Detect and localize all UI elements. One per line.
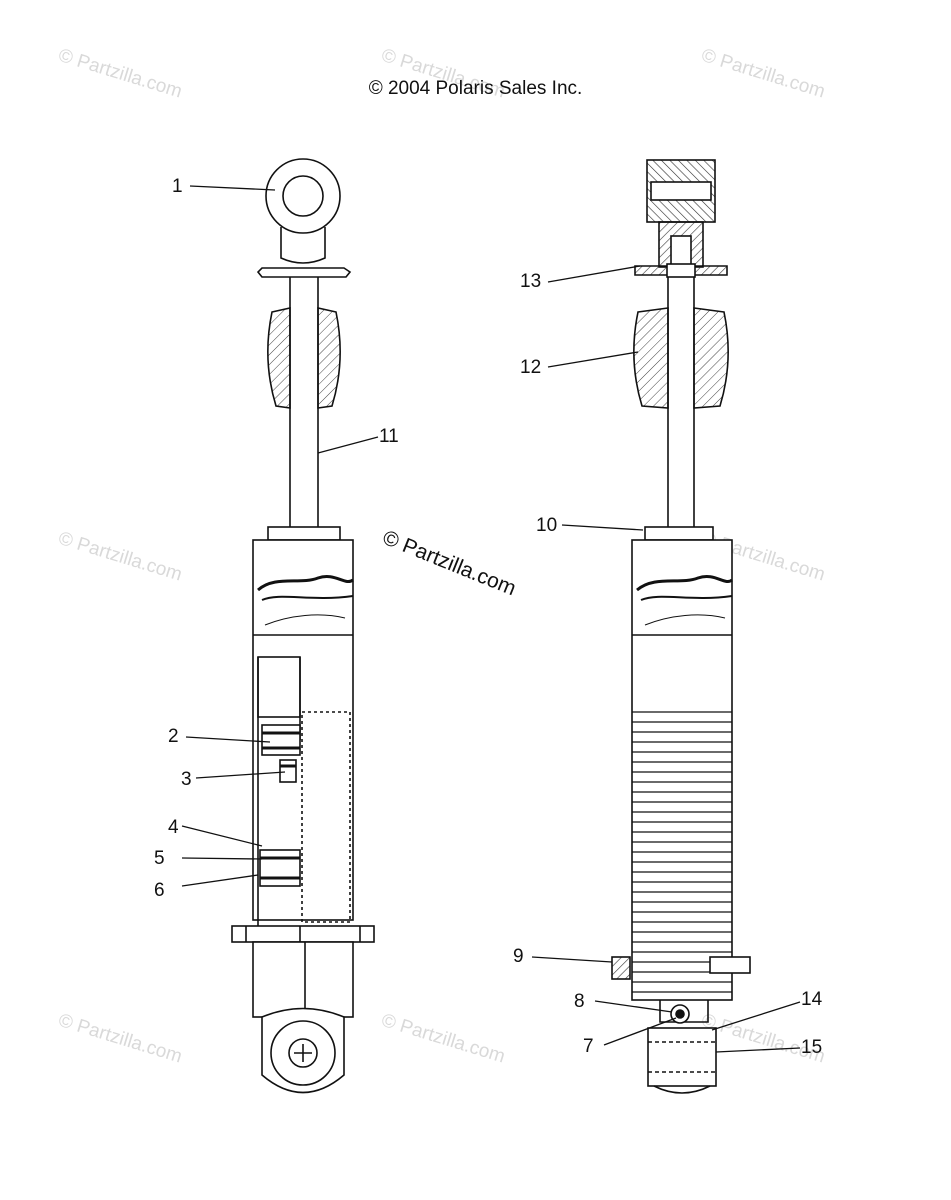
callout-9: 9	[513, 946, 524, 967]
callout-4: 4	[168, 817, 179, 838]
callout-11: 11	[379, 426, 399, 447]
right-shock-assembly	[611, 159, 751, 1094]
callout-6: 6	[154, 880, 165, 901]
callout-5: 5	[154, 848, 165, 869]
callout-1: 1	[172, 176, 183, 197]
callout-10: 10	[536, 515, 558, 536]
callout-2: 2	[168, 726, 179, 747]
callout-12: 12	[520, 357, 542, 378]
left-shock-assembly	[231, 158, 375, 1094]
callout-14: 14	[801, 989, 823, 1010]
callout-7: 7	[583, 1036, 594, 1057]
copyright-text: © 2004 Polaris Sales Inc.	[368, 78, 583, 99]
callout-3: 3	[181, 769, 192, 790]
callout-8: 8	[574, 991, 585, 1012]
leader-lines	[181, 185, 801, 1053]
callout-13: 13	[520, 271, 542, 292]
callout-15: 15	[801, 1037, 823, 1058]
